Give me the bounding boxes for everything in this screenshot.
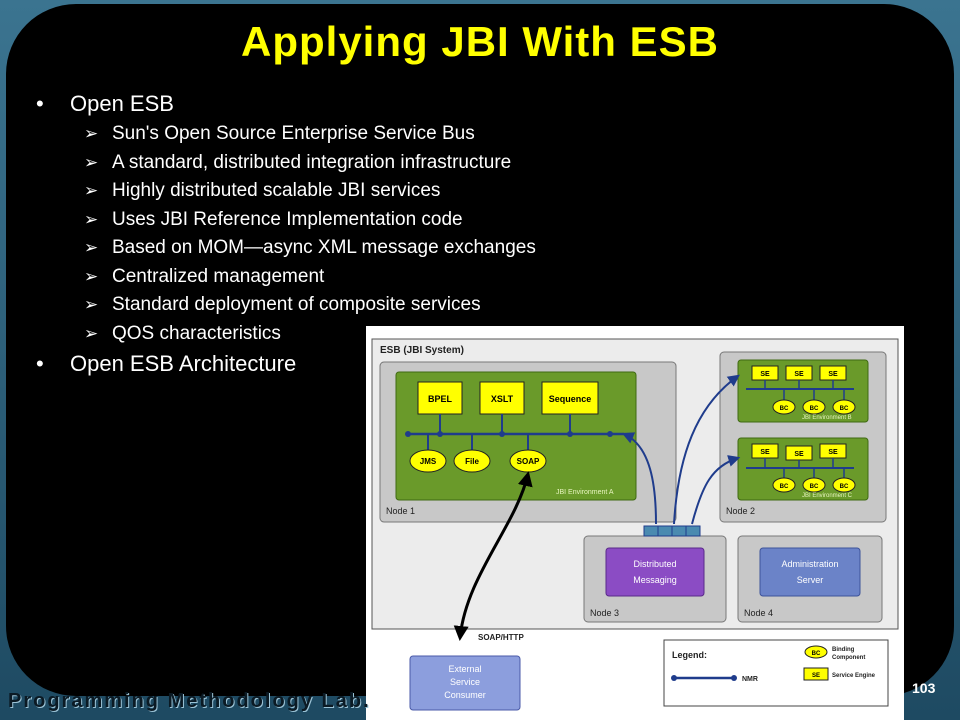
sub-bullet: ➢Uses JBI Reference Implementation code [36, 206, 536, 235]
legend-title: Legend: [672, 650, 707, 660]
sub-bullet: ➢Based on MOM—async XML message exchange… [36, 234, 536, 263]
node-3-label: Node 3 [590, 608, 619, 618]
nmr-node [567, 431, 573, 437]
jbi-environment-b-label: JBI Environment B [802, 415, 852, 421]
bc-soap-label: SOAP [517, 457, 540, 466]
sub-bullet: ➢QOS characteristics [36, 320, 536, 349]
nmr-connector-a [621, 432, 657, 525]
open-esb-architecture-diagram: ESB (JBI System) Node 1 JBI Environment … [366, 326, 904, 720]
legend-bc-label: BC [812, 651, 821, 657]
bc-file-label: File [465, 457, 479, 466]
bc-jms [409, 449, 447, 473]
consumer-line1: External [448, 664, 481, 674]
page-number: 103 [912, 680, 936, 696]
bc-ellipse [802, 477, 826, 493]
nmr-node [437, 431, 443, 437]
bc-ellipse [832, 399, 856, 415]
nmr-node [499, 431, 505, 437]
administration-server-line2: Server [797, 575, 824, 585]
message-port [685, 525, 701, 537]
jbi-environment-a-label: JBI Environment A [556, 489, 614, 496]
administration-server-box [759, 547, 861, 597]
administration-server-line1: Administration [781, 559, 838, 569]
nmr-node [607, 431, 613, 437]
sub-bullet: ➢Sun's Open Source Enterprise Service Bu… [36, 120, 536, 149]
legend-se-desc: Service Engine [832, 673, 876, 679]
se-bpel-label: BPEL [428, 394, 453, 404]
se-label: SE [828, 371, 838, 378]
se-sequence [541, 381, 599, 415]
arrow-bullet-icon: ➢ [84, 295, 99, 314]
consumer-line2: Service [450, 677, 480, 687]
bc-label: BC [780, 484, 789, 490]
bc-jms-label: JMS [420, 457, 437, 466]
bc-label: BC [840, 484, 849, 490]
footer-lab-name: Programming Methodology Lab. [8, 690, 371, 712]
soap-http-label: SOAP/HTTP [478, 633, 524, 642]
slide-title: Applying JBI With ESB [241, 18, 719, 65]
node-4-label: Node 4 [744, 608, 773, 618]
bc-label: BC [780, 406, 789, 412]
message-port [643, 525, 659, 537]
se-label: SE [794, 451, 804, 458]
se-bpel [417, 381, 463, 415]
legend-nmr-dot [731, 675, 737, 681]
se-xslt [479, 381, 525, 415]
legend-se-box [803, 667, 829, 681]
bullet-list: Open ESB ➢Sun's Open Source Enterprise S… [36, 88, 536, 380]
se-xslt-label: XSLT [491, 394, 514, 404]
external-service-consumer [409, 655, 521, 711]
node-2-label: Node 2 [726, 506, 755, 516]
legend-bc-desc-1: Binding [832, 647, 855, 653]
bc-label: BC [810, 484, 819, 490]
node-1-label: Node 1 [386, 506, 415, 516]
bc-label: BC [840, 406, 849, 412]
arrow-bullet-icon: ➢ [84, 266, 99, 286]
distributed-messaging-line1: Distributed [633, 559, 676, 569]
se-label: SE [794, 371, 804, 378]
esb-label: ESB (JBI System) [380, 345, 464, 356]
bc-ellipse [772, 477, 796, 493]
sub-bullet: ➢A standard, distributed integration inf… [36, 149, 536, 178]
bullet-open-esb-architecture: Open ESB Architecture [36, 348, 536, 380]
jbi-environment-c-label: JBI Environment C [802, 493, 853, 499]
bc-ellipse [802, 399, 826, 415]
legend-se-label: SE [812, 673, 820, 679]
se-sequence-label: Sequence [549, 394, 592, 404]
sub-bullet: ➢Highly distributed scalable JBI service… [36, 177, 536, 206]
sub-bullet: ➢Centralized management [36, 263, 536, 292]
se-label: SE [828, 449, 838, 456]
sub-bullet: ➢Standard deployment of composite servic… [36, 291, 536, 320]
distributed-messaging-line2: Messaging [633, 575, 677, 585]
distributed-messaging-box [605, 547, 705, 597]
consumer-line3: Consumer [444, 690, 486, 700]
se-label: SE [760, 449, 770, 456]
arrow-bullet-icon: ➢ [84, 209, 99, 229]
nmr-node [405, 431, 411, 437]
arrow-bullet-icon: ➢ [84, 323, 99, 343]
legend-nmr-dot [671, 675, 677, 681]
bc-ellipse [832, 477, 856, 493]
message-port [671, 525, 687, 537]
nmr-connector-b [673, 374, 740, 525]
legend-box [663, 639, 889, 707]
arrow-bullet-icon: ➢ [84, 181, 99, 200]
message-port [657, 525, 673, 537]
arrow-bullet-icon: ➢ [84, 152, 99, 172]
se-label: SE [760, 371, 770, 378]
legend-bc-ellipse [804, 645, 828, 659]
bc-label: BC [810, 406, 819, 412]
bc-ellipse [772, 399, 796, 415]
arrow-bullet-icon: ➢ [84, 124, 99, 143]
soap-http-connector [453, 471, 533, 641]
arrow-bullet-icon: ➢ [84, 238, 99, 257]
legend-nmr-label: NMR [742, 676, 758, 683]
legend-bc-desc-2: Component [832, 655, 865, 661]
bullet-open-esb: Open ESB [36, 88, 536, 120]
nmr-connector-c [691, 455, 741, 525]
